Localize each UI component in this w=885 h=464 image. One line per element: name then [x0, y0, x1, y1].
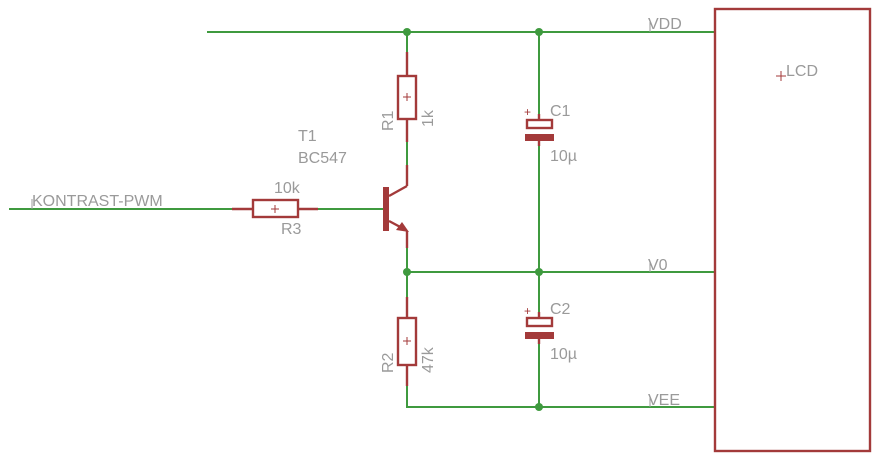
t1-name: T1 [298, 128, 317, 145]
c2-negative-plate [525, 332, 554, 339]
net-label-kontrast: KONTRAST-PWM [32, 193, 163, 210]
c2-value: 10µ [550, 346, 577, 363]
r2-component: R2 47k [380, 297, 437, 386]
junctions [403, 28, 543, 411]
r2-name: R2 [380, 352, 397, 373]
junction-dot [535, 268, 543, 276]
junction-dot [535, 403, 543, 411]
wires [9, 31, 716, 408]
c2-polarity-mark: + [524, 304, 531, 318]
c1-positive-plate [525, 118, 554, 130]
r1-name: R1 [380, 110, 397, 131]
r3-component: 10k R3 [232, 180, 318, 238]
c1-negative-plate [525, 134, 554, 141]
lcd-component: LCD [713, 7, 872, 453]
t1-emitter-arrow [396, 222, 409, 232]
c2-component: + C2 10µ [524, 301, 577, 363]
r3-value: 10k [274, 180, 301, 197]
c1-value: 10µ [550, 148, 577, 165]
junction-dot [403, 268, 411, 276]
t1-component: T1 BC547 [298, 128, 409, 248]
c2-name: C2 [550, 301, 571, 318]
junction-dot [403, 28, 411, 36]
net-label-vdd: VDD [648, 16, 682, 33]
net-labels: VDD V0 VEE KONTRAST-PWM [31, 16, 682, 409]
lcd-label: LCD [786, 63, 818, 80]
t1-value: BC547 [298, 150, 347, 167]
r2-value: 47k [420, 346, 437, 373]
junction-dot [535, 28, 543, 36]
r3-name: R3 [281, 221, 302, 238]
c2-positive-plate [525, 316, 554, 328]
c1-polarity-mark: + [524, 105, 531, 119]
r1-value: 1k [420, 109, 437, 127]
lcd-box [713, 7, 872, 453]
c1-name: C1 [550, 103, 571, 120]
net-label-v0: V0 [648, 257, 668, 274]
r1-component: R1 1k [380, 52, 437, 142]
net-label-vee: VEE [648, 392, 680, 409]
c1-component: + C1 10µ [524, 103, 577, 165]
